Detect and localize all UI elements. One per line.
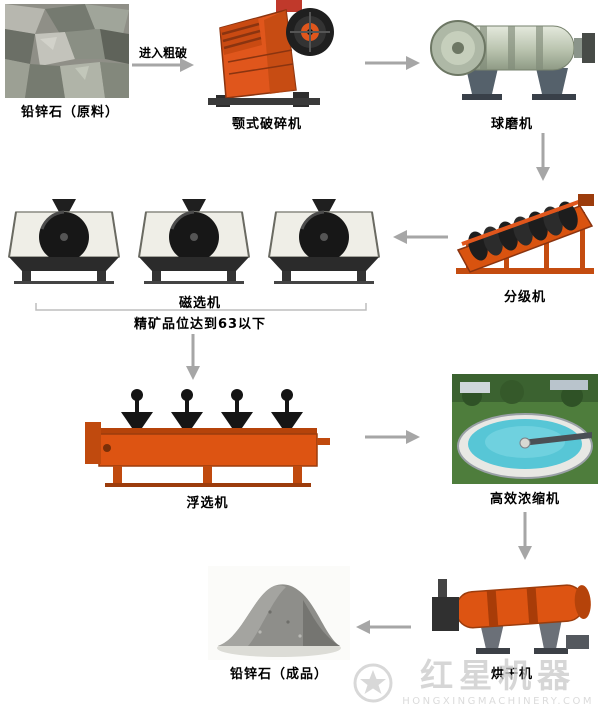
ball-mill-label: 球磨机 — [490, 117, 533, 132]
jaw-crusher-image — [198, 0, 336, 110]
magnetic-separator-image-3 — [262, 197, 386, 285]
watermark: 红星机器 HONGXINGMACHINERY.COM — [352, 659, 594, 707]
magnetic-separator-label: 磁选机 — [178, 296, 221, 311]
arrow-raw-to-jaw — [132, 58, 194, 72]
arrow-ball-to-classifier — [536, 133, 550, 181]
ball-mill-image — [428, 6, 596, 103]
dryer-label: 烘干机 — [490, 667, 533, 682]
concentrate-grade-note: 精矿品位达到63以下 — [133, 317, 267, 332]
thickener-label: 高效浓缩机 — [489, 492, 560, 507]
magnetic-separator-image-2 — [132, 197, 256, 285]
watermark-logo-icon — [353, 663, 393, 703]
raw-ore-label: 铅锌石（原料） — [20, 105, 119, 120]
arrow-thickener-to-dryer — [518, 512, 532, 560]
watermark-site: HONGXINGMACHINERY.COM — [402, 696, 594, 707]
spiral-classifier-label: 分级机 — [503, 290, 546, 305]
magnetic-separator-image-1 — [2, 197, 126, 285]
jaw-crusher-label: 颚式破碎机 — [231, 117, 302, 132]
product-powder-photo — [208, 566, 350, 660]
dryer-image — [426, 563, 598, 661]
spiral-classifier-image — [452, 180, 598, 282]
arrow-jaw-to-ball — [365, 56, 420, 70]
flotation-machine-label: 浮选机 — [186, 496, 229, 511]
product-label: 铅锌石（成品） — [229, 667, 328, 682]
arrow-flotation-to-thickener — [365, 430, 420, 444]
arrow-classifier-to-magnetic — [393, 230, 448, 244]
enter-crush-annotation: 进入粗破 — [138, 46, 187, 60]
arrow-dryer-to-product — [356, 620, 411, 634]
arrow-magnetic-to-flotation — [186, 334, 200, 380]
grade-note-bracket — [35, 303, 367, 311]
flotation-machine-image — [85, 382, 330, 490]
raw-ore-photo — [5, 4, 129, 98]
thickener-image — [452, 374, 598, 484]
watermark-brand: 红星机器 — [420, 656, 577, 696]
